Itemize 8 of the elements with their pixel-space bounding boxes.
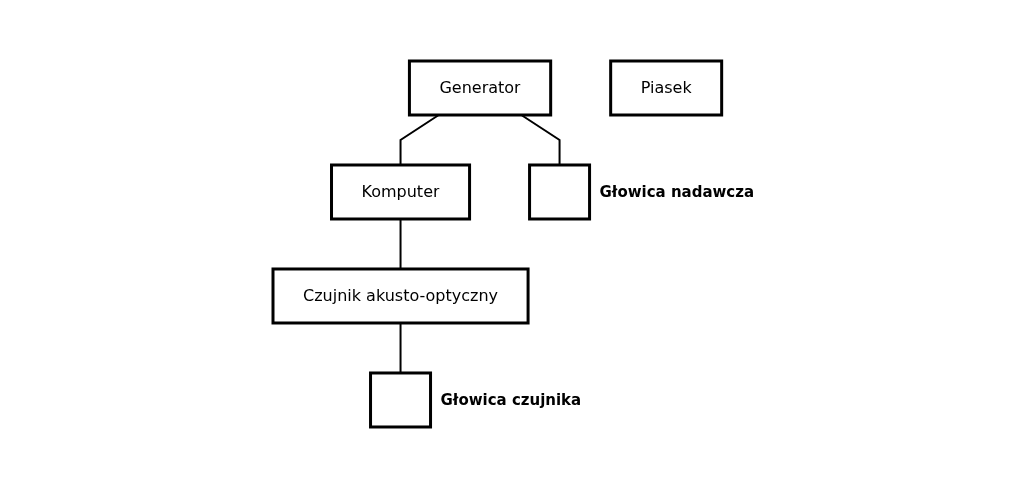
node-bar: [369, 371, 433, 429]
node-bar: [528, 163, 592, 221]
node-box: Piasek: [609, 59, 724, 117]
node-box: Komputer: [330, 163, 472, 221]
head-label: Głowica nadawcza: [600, 183, 755, 201]
node-box: Czujnik akusto-optyczny: [271, 267, 530, 325]
node-box: Generator: [408, 59, 553, 117]
head-label: Głowica czujnika: [441, 391, 582, 409]
